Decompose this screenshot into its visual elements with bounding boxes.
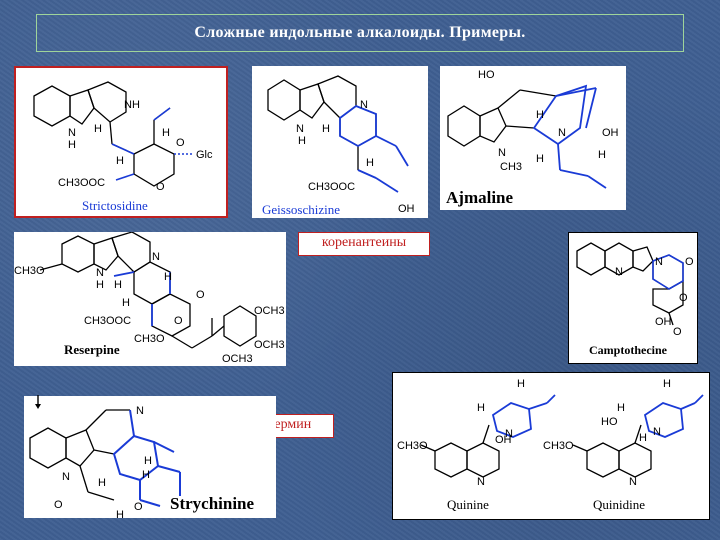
ajmaline-atom: H	[598, 149, 606, 161]
ajmaline-atom: N	[558, 127, 566, 139]
ajmaline-atom: CH3	[500, 161, 522, 173]
reserpine-atom: O	[196, 289, 205, 301]
geissoschizine-name: Geissoschizine	[262, 202, 340, 217]
strychnine-atom: H	[142, 469, 150, 481]
geissoschizine-atom: N	[360, 99, 368, 111]
reserpine-atom: O	[174, 315, 183, 327]
strictosidine-atom: O	[156, 181, 165, 193]
strychnine-atom: N	[136, 405, 144, 417]
quinidine-atom: H	[663, 378, 671, 390]
strychnine-atom: O	[134, 501, 143, 513]
reserpine-atom: N	[152, 251, 160, 263]
geissoschizine-atom: N	[296, 123, 304, 135]
ajmaline-atom: N	[498, 147, 506, 159]
camptothecine-name: Camptothecine	[589, 343, 667, 357]
reserpine-atom: OCH3	[222, 353, 253, 365]
reserpine-atom: N	[96, 267, 104, 279]
reserpine-atom: OCH3	[254, 339, 285, 351]
quinidine-atom: N	[653, 426, 661, 438]
quinine-atom: OH	[495, 434, 512, 446]
camptothecine-atom: O	[673, 326, 682, 338]
ajmaline-name: Ajmaline	[446, 188, 514, 207]
reserpine-name: Reserpine	[64, 342, 120, 357]
ajmaline-atom: HO	[478, 69, 495, 81]
quinine-atom: N	[505, 428, 513, 440]
slide-title-text: Сложные индольные алкалоиды. Примеры.	[194, 24, 526, 41]
reserpine-atom: H	[164, 271, 172, 283]
reserpine-atom: CH3OOC	[84, 315, 131, 327]
ajmaline-panel: HO H N N CH3 H OH H	[440, 66, 626, 210]
geissoschizine-atom: OH	[398, 203, 415, 215]
strictosidine-atom: H	[68, 139, 76, 151]
reserpine-structure: CH3O N N H H H H CH3OOC O O CH3O OCH3 OC…	[14, 232, 285, 365]
quinine-quinidine-panel: H H N OH CH3O N H H HO N H CH3O N Quinin…	[392, 372, 710, 520]
ajmaline-structure: HO H N N CH3 H OH H	[447, 69, 619, 189]
ajmaline-atom: H	[536, 109, 544, 121]
camptothecine-atom: N	[615, 266, 623, 278]
strictosidine-atom: H	[162, 127, 170, 139]
strychnine-name: Strychinine	[170, 494, 255, 513]
strictosidine-panel: NH N H H H O Glc H O CH3OOC Strictosidin…	[14, 66, 228, 218]
strychnine-atom: H	[144, 455, 152, 467]
quinidine-name: Quinidine	[593, 497, 645, 512]
arrow-icon	[226, 278, 290, 293]
strictosidine-atom: O	[176, 137, 185, 149]
geissoschizine-structure: N N H H H CH3OOC OH	[267, 75, 415, 215]
quinidine-atom: CH3O	[543, 440, 574, 452]
down-arrow-icon	[34, 394, 42, 409]
geissoschizine-atom: H	[298, 135, 306, 147]
ajmaline-atom: H	[536, 153, 544, 165]
quinine-atom: H	[517, 378, 525, 390]
strychnine-structure: N N H H H O O H	[29, 405, 181, 518]
strychnine-atom: H	[116, 509, 124, 518]
camptothecine-panel: N N O O OH O Camptothecine	[568, 232, 698, 364]
camptothecine-atom: O	[685, 256, 694, 268]
strictosidine-atom: CH3OOC	[58, 177, 105, 189]
reserpine-atom: H	[96, 279, 104, 291]
quinine-quinidine-structure: H H N OH CH3O N H H HO N H CH3O N	[397, 378, 704, 488]
corynantheine-tag: коренантеины	[298, 232, 430, 256]
camptothecine-atom: OH	[655, 316, 672, 328]
reserpine-atom: CH3O	[14, 265, 45, 277]
geissoschizine-atom: CH3OOC	[308, 181, 355, 193]
quinine-name: Quinine	[447, 497, 489, 512]
quinidine-atom: H	[617, 402, 625, 414]
quinine-atom: N	[477, 476, 485, 488]
geissoschizine-atom: H	[322, 123, 330, 135]
strictosidine-atom: N	[68, 127, 76, 139]
ajmaline-atom: OH	[602, 127, 619, 139]
quinine-atom: CH3O	[397, 440, 428, 452]
strictosidine-atom: H	[116, 155, 124, 167]
strictosidine-atom: NH	[124, 99, 140, 111]
reserpine-atom: H	[114, 279, 122, 291]
quinine-atom: H	[477, 402, 485, 414]
slide-title: Сложные индольные алкалоиды. Примеры.	[36, 14, 684, 52]
strychnine-atom: N	[62, 471, 70, 483]
strychnine-atom: O	[54, 499, 63, 511]
quinidine-atom: N	[629, 476, 637, 488]
reserpine-atom: CH3O	[134, 333, 165, 345]
camptothecine-atom: N	[655, 256, 663, 268]
quinidine-atom: HO	[601, 416, 618, 428]
reserpine-atom: OCH3	[254, 305, 285, 317]
strychnine-atom: H	[98, 477, 106, 489]
strictosidine-name: Strictosidine	[82, 198, 148, 213]
strictosidine-atom: H	[94, 123, 102, 135]
reserpine-panel: CH3O N N H H H H CH3OOC O O CH3O OCH3 OC…	[14, 232, 286, 366]
quinidine-atom: H	[639, 432, 647, 444]
strictosidine-structure: NH N H H H O Glc H O CH3OOC	[33, 81, 213, 193]
reserpine-atom: H	[122, 297, 130, 309]
geissoschizine-panel: N N H H H CH3OOC OH Geissoschizine	[252, 66, 428, 218]
strictosidine-atom: Glc	[196, 149, 213, 161]
strychnine-panel: N N H H H O O H Strychinine	[24, 396, 276, 518]
camptothecine-structure: N N O O OH O	[576, 242, 694, 338]
geissoschizine-atom: H	[366, 157, 374, 169]
camptothecine-atom: O	[679, 292, 688, 304]
